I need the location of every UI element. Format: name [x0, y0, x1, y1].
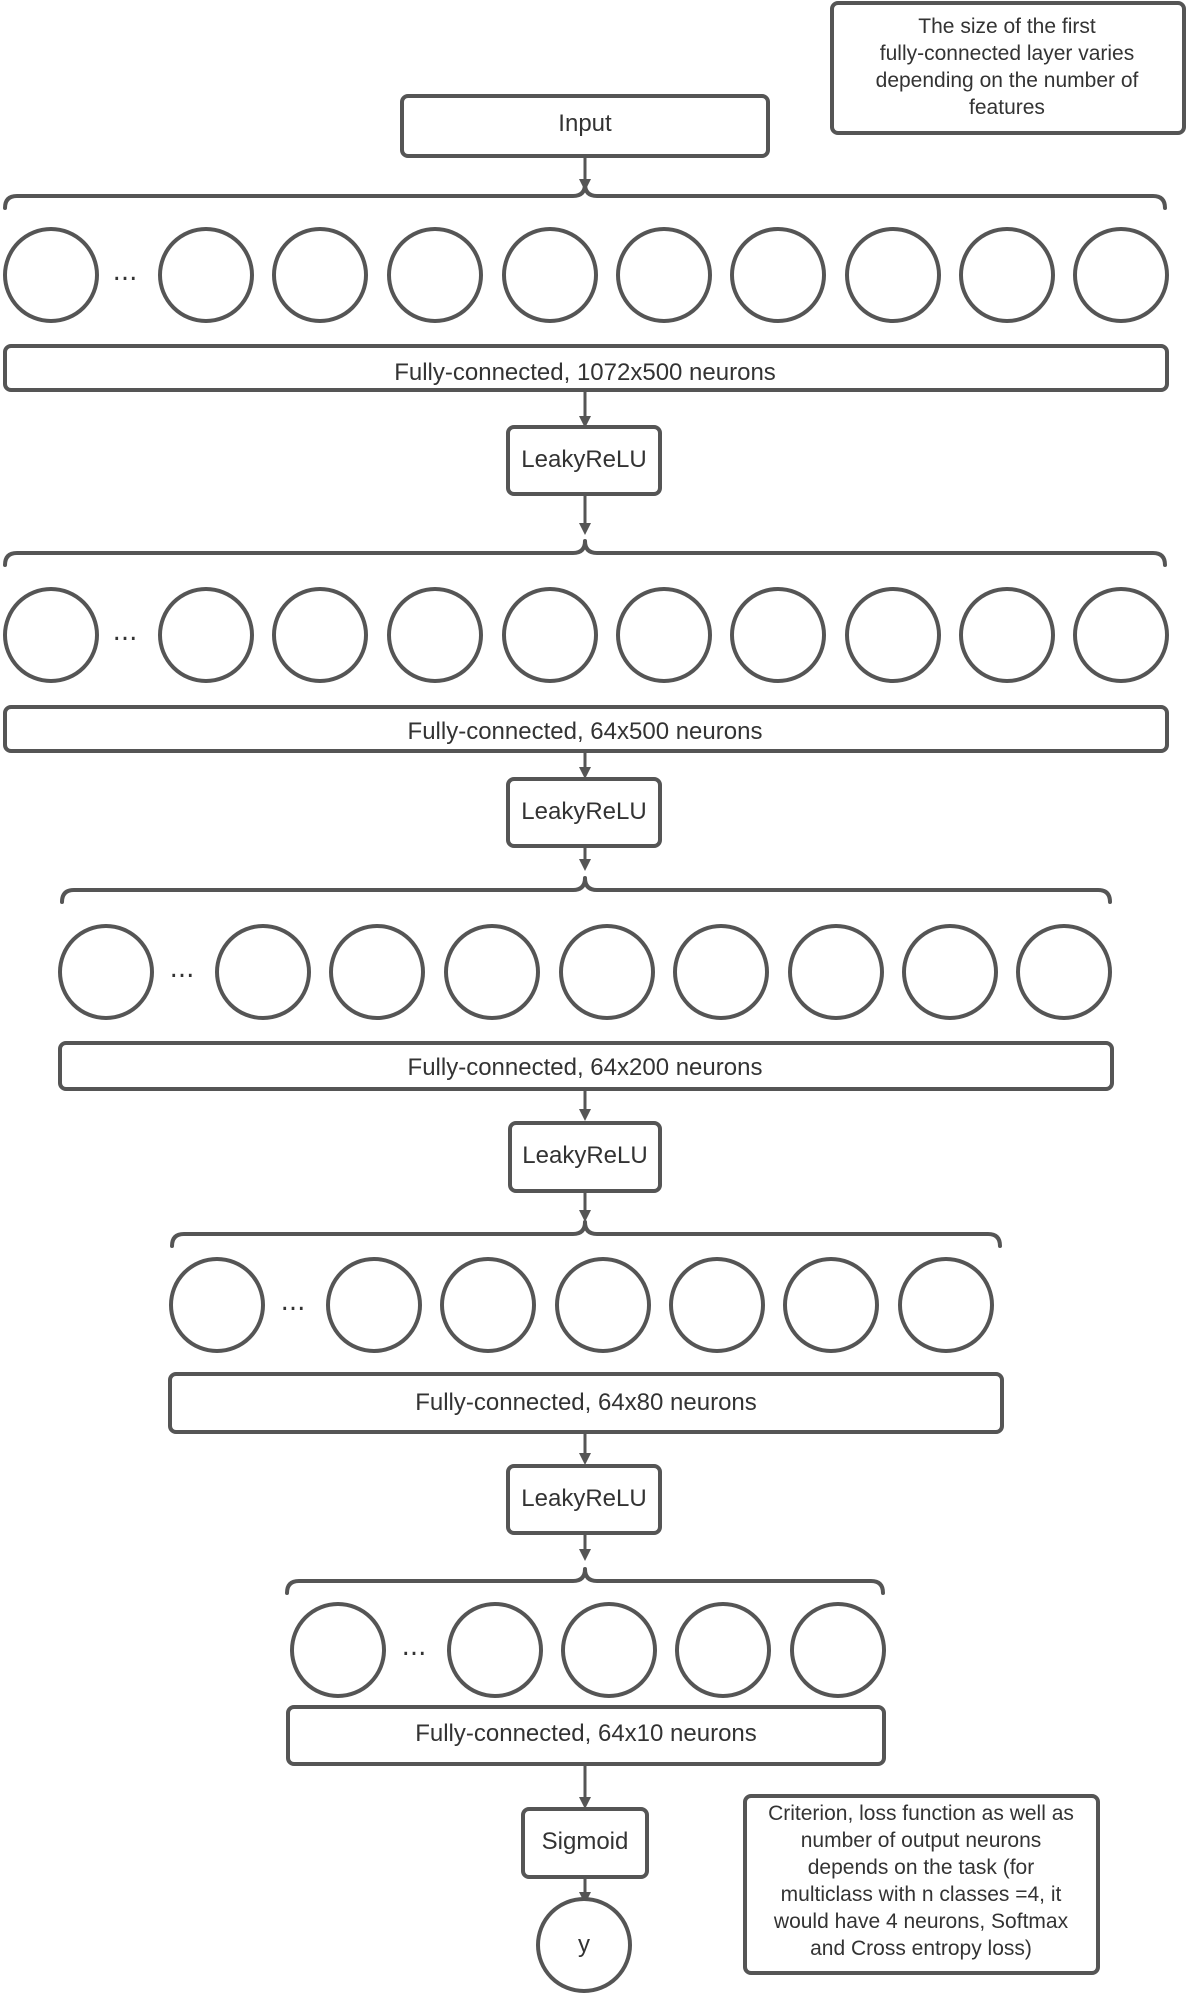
layer-2-fc-bar: Fully-connected, 64x500 neurons	[3, 705, 1169, 753]
neuron	[561, 1602, 657, 1698]
first-layer-note-line: fully-connected layer varies	[880, 42, 1134, 65]
layer-2-neurons: ...	[3, 587, 1169, 683]
neuron	[158, 227, 254, 323]
neuron-ellipsis: ...	[170, 954, 195, 984]
output-neuron	[536, 1897, 632, 1993]
criterion-note-box	[743, 1794, 1100, 1975]
neuron	[845, 587, 941, 683]
sigmoid-activation: Sigmoid	[521, 1807, 649, 1879]
output-node: y	[536, 1897, 632, 1993]
neuron	[1016, 924, 1112, 1020]
fc-layer-label: Fully-connected, 64x200 neurons	[408, 1054, 763, 1081]
neuron-ellipsis: ...	[113, 617, 138, 647]
first-layer-note-line: features	[969, 96, 1045, 119]
first-layer-note-line: The size of the first	[918, 15, 1096, 38]
neuron-ellipsis: ...	[281, 1287, 306, 1317]
neuron	[3, 227, 99, 323]
criterion-note-line: depends on the task (for	[808, 1856, 1034, 1879]
first-layer-note-line: depending on the number of	[876, 69, 1139, 92]
layer-5-neurons: ...	[290, 1602, 886, 1698]
neuron	[440, 1257, 536, 1353]
layer-4-fc-bar: Fully-connected, 64x80 neurons	[168, 1372, 1004, 1434]
neuron	[673, 924, 769, 1020]
criterion-note-line: would have 4 neurons, Softmax	[773, 1910, 1069, 1933]
neuron	[387, 227, 483, 323]
activation-label: LeakyReLU	[521, 446, 646, 473]
neuron	[790, 1602, 886, 1698]
layer-1-brace	[3, 182, 1167, 210]
neuron	[555, 1257, 651, 1353]
layer-1-fc-bar: Fully-connected, 1072x500 neurons	[3, 344, 1169, 392]
neuron	[502, 587, 598, 683]
neuron	[730, 227, 826, 323]
neuron	[447, 1602, 543, 1698]
neuron	[329, 924, 425, 1020]
layer-5-fc-bar: Fully-connected, 64x10 neurons	[286, 1705, 886, 1766]
neuron	[169, 1257, 265, 1353]
neuron	[675, 1602, 771, 1698]
layer-2-brace	[3, 539, 1167, 567]
layer-3-activation: LeakyReLU	[508, 1121, 662, 1193]
criterion-note-line: number of output neurons	[801, 1829, 1042, 1852]
criterion-note-line: multiclass with n classes =4, it	[781, 1883, 1062, 1906]
neuron	[387, 587, 483, 683]
neuron	[616, 587, 712, 683]
neuron	[58, 924, 154, 1020]
layer-2-activation: LeakyReLU	[506, 777, 662, 848]
neuron	[326, 1257, 422, 1353]
neuron	[3, 587, 99, 683]
neuron	[1073, 227, 1169, 323]
layer-3-brace	[60, 876, 1112, 904]
output-label: y	[578, 1931, 590, 1958]
layer-3-neurons: ...	[58, 924, 1112, 1020]
neuron	[1073, 587, 1169, 683]
layer-3-fc-bar: Fully-connected, 64x200 neurons	[58, 1041, 1114, 1091]
layer-4-activation: LeakyReLU	[506, 1464, 662, 1535]
neuron-ellipsis: ...	[113, 257, 138, 287]
criterion-note-line: Criterion, loss function as well as	[768, 1802, 1074, 1825]
neuron	[290, 1602, 386, 1698]
layer-4-brace	[170, 1220, 1002, 1248]
fc-layer-label: Fully-connected, 1072x500 neurons	[394, 359, 776, 386]
neuron	[783, 1257, 879, 1353]
activation-label: LeakyReLU	[521, 1485, 646, 1512]
neuron	[898, 1257, 994, 1353]
neuron	[215, 924, 311, 1020]
activation-label: Sigmoid	[542, 1828, 629, 1855]
first-layer-note: The size of the first fully-connected la…	[830, 1, 1186, 135]
neuron	[272, 227, 368, 323]
neuron	[788, 924, 884, 1020]
fc-layer-label: Fully-connected, 64x500 neurons	[408, 718, 763, 745]
first-layer-note-box	[830, 1, 1186, 135]
neuron	[272, 587, 368, 683]
input-label: Input	[558, 110, 612, 137]
neuron	[158, 587, 254, 683]
neuron	[845, 227, 941, 323]
neuron	[502, 227, 598, 323]
neuron	[669, 1257, 765, 1353]
neuron	[444, 924, 540, 1020]
neuron	[559, 924, 655, 1020]
neuron	[902, 924, 998, 1020]
criterion-note: Criterion, loss function as well as numb…	[743, 1794, 1100, 1975]
layer-1-neurons: ...	[3, 227, 1169, 323]
neuron	[959, 227, 1055, 323]
activation-label: LeakyReLU	[521, 798, 646, 825]
layer-5-brace	[285, 1567, 885, 1595]
neuron	[959, 587, 1055, 683]
neuron-ellipsis: ...	[402, 1632, 427, 1662]
neuron	[730, 587, 826, 683]
layer-4-neurons: ...	[169, 1257, 994, 1353]
fc-layer-label: Fully-connected, 64x10 neurons	[415, 1720, 757, 1747]
neuron	[616, 227, 712, 323]
criterion-note-line: and Cross entropy loss)	[810, 1937, 1032, 1960]
layer-1-activation: LeakyReLU	[506, 425, 662, 496]
input-node: Input	[400, 94, 770, 158]
fc-layer-label: Fully-connected, 64x80 neurons	[415, 1389, 757, 1416]
activation-label: LeakyReLU	[522, 1142, 647, 1169]
